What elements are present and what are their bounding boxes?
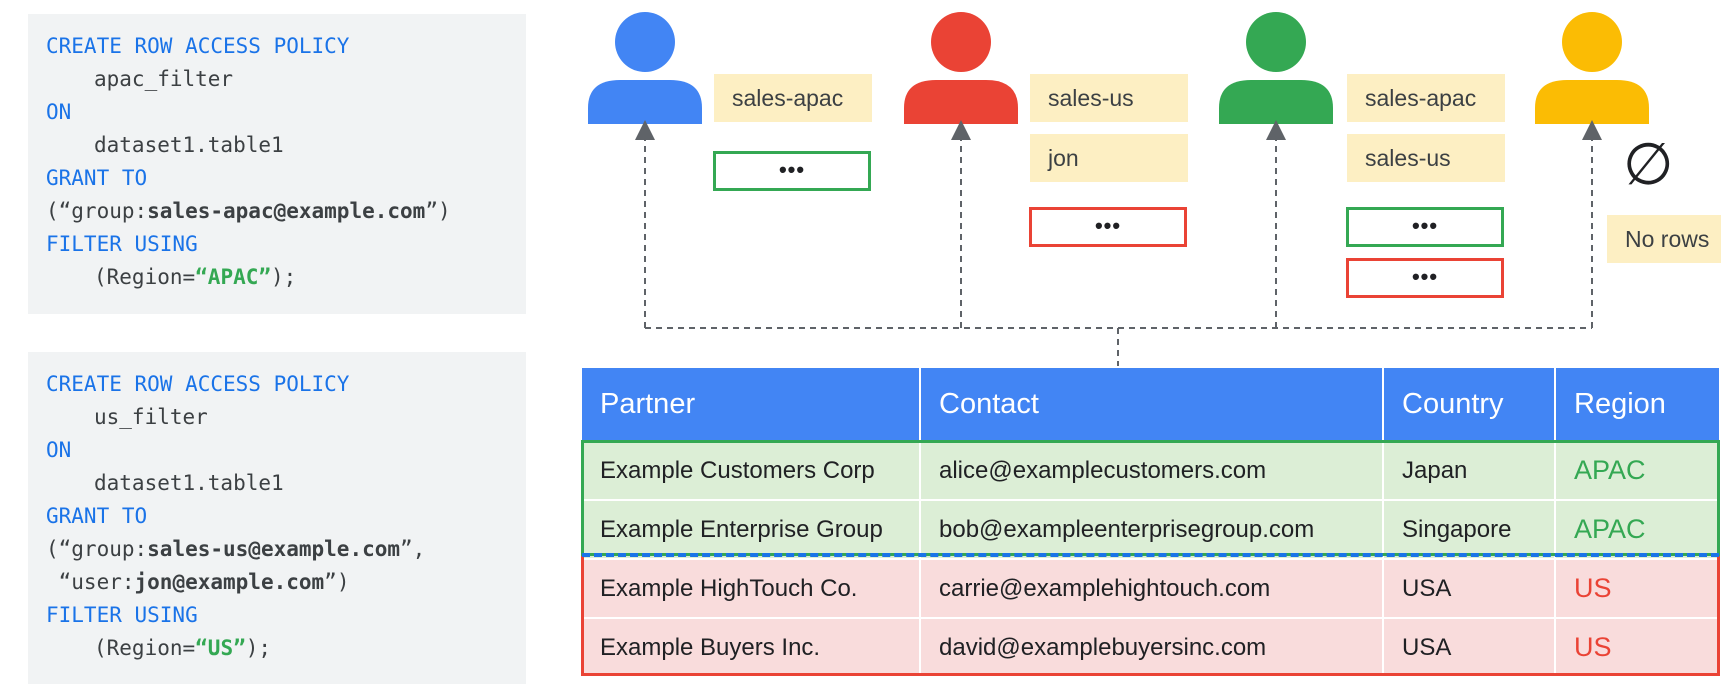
user-tag: jon: [1030, 134, 1188, 182]
user-body: [588, 80, 702, 124]
data-table: Partner Contact Country Region Example C…: [582, 368, 1719, 676]
code-create: CREATE ROW ACCESS POLICY: [46, 372, 350, 396]
code-table: dataset1.table1: [94, 471, 284, 495]
partner-cell: Example HighTouch Co.: [582, 558, 921, 618]
user-icon-blue: [588, 12, 702, 124]
user-body: [1535, 80, 1649, 124]
no-rows-label: No rows: [1607, 215, 1722, 263]
column-header: Country: [1383, 368, 1556, 441]
region-cell: US: [1555, 617, 1719, 676]
user-head: [1246, 12, 1306, 72]
code-grant: GRANT TO: [46, 166, 148, 190]
user-body: [1219, 80, 1333, 124]
code-policy-name: us_filter: [94, 405, 208, 429]
table-row: Example Customers Corp alice@examplecust…: [582, 440, 1719, 500]
result-rows-us: •••: [1346, 258, 1504, 298]
partner-cell: Example Enterprise Group: [582, 499, 921, 559]
result-rows-apac: •••: [713, 151, 871, 191]
country-cell: USA: [1383, 617, 1556, 676]
user-body: [904, 80, 1018, 124]
column-header: Contact: [920, 368, 1384, 441]
code-grant-line: (“group:sales-apac@example.com”): [46, 199, 451, 223]
code-filter-expr: (Region=“APAC”);: [94, 265, 297, 289]
code-grant-line: “user:jon@example.com”): [46, 570, 350, 594]
table-header-row: Partner Contact Country Region: [582, 368, 1719, 441]
contact-cell: alice@examplecustomers.com: [920, 440, 1384, 500]
user-head: [931, 12, 991, 72]
code-filter: FILTER USING: [46, 603, 198, 627]
user-head: [615, 12, 675, 72]
contact-cell: carrie@examplehightouch.com: [920, 558, 1384, 618]
contact-cell: david@examplebuyersinc.com: [920, 617, 1384, 676]
code-on: ON: [46, 100, 72, 124]
group-tag: sales-us: [1347, 134, 1505, 182]
code-table: dataset1.table1: [94, 133, 284, 157]
user-icon-yellow: [1535, 12, 1649, 124]
code-policy-name: apac_filter: [94, 67, 234, 91]
code-filter-expr: (Region=“US”);: [94, 636, 272, 660]
user-icon-red: [904, 12, 1018, 124]
code-on: ON: [46, 438, 72, 462]
country-cell: USA: [1383, 558, 1556, 618]
region-cell: APAC: [1555, 440, 1719, 500]
group-tag: sales-apac: [714, 74, 872, 122]
country-cell: Japan: [1383, 440, 1556, 500]
code-create: CREATE ROW ACCESS POLICY: [46, 34, 350, 58]
partner-cell: Example Buyers Inc.: [582, 617, 921, 676]
code-grant-line: (“group:sales-us@example.com”,: [46, 537, 426, 561]
connector-lines: [635, 120, 1602, 366]
contact-cell: bob@exampleenterprisegroup.com: [920, 499, 1384, 559]
column-header: Region: [1555, 368, 1719, 441]
result-rows-us: •••: [1029, 207, 1187, 247]
table-row: Example Enterprise Group bob@exampleente…: [582, 499, 1719, 559]
region-divider: [582, 553, 1719, 557]
region-cell: US: [1555, 558, 1719, 618]
user-icon-green: [1219, 12, 1333, 124]
region-cell: APAC: [1555, 499, 1719, 559]
code-filter: FILTER USING: [46, 232, 198, 256]
column-header: Partner: [582, 368, 921, 441]
group-tag: sales-apac: [1347, 74, 1505, 122]
table-row: Example Buyers Inc. david@examplebuyersi…: [582, 617, 1719, 676]
partner-cell: Example Customers Corp: [582, 440, 921, 500]
policy-code-us: CREATE ROW ACCESS POLICY us_filter ON da…: [28, 352, 526, 684]
empty-set-icon: ∅: [1623, 130, 1674, 198]
table-row: Example HighTouch Co. carrie@examplehigh…: [582, 558, 1719, 618]
result-rows-apac: •••: [1346, 207, 1504, 247]
code-grant: GRANT TO: [46, 504, 148, 528]
group-tag: sales-us: [1030, 74, 1188, 122]
user-head: [1562, 12, 1622, 72]
country-cell: Singapore: [1383, 499, 1556, 559]
policy-code-apac: CREATE ROW ACCESS POLICY apac_filter ON …: [28, 14, 526, 314]
